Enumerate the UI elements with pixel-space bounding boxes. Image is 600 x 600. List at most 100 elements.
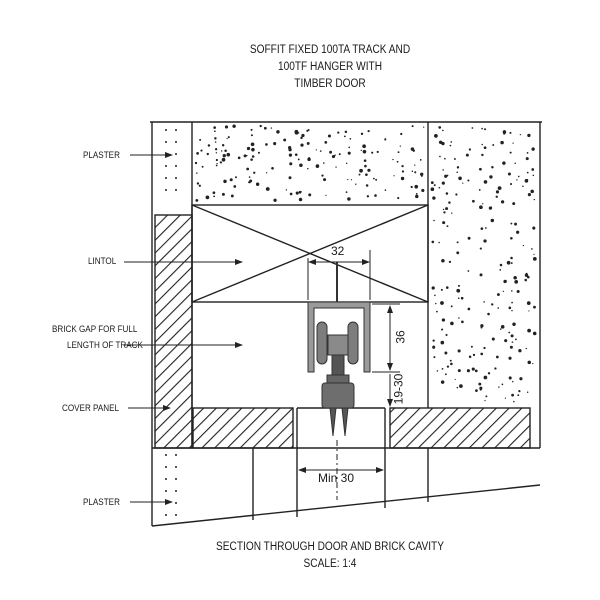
speck xyxy=(491,165,494,169)
speck xyxy=(358,173,361,176)
speck xyxy=(199,138,202,141)
speck xyxy=(213,195,216,198)
speck xyxy=(510,222,513,225)
speck xyxy=(243,154,247,158)
label-cover-panel: COVER PANEL xyxy=(62,403,120,413)
speck xyxy=(528,310,530,312)
speck xyxy=(471,367,475,371)
speck xyxy=(253,171,256,174)
speck xyxy=(295,191,299,195)
speck xyxy=(421,188,425,193)
plaster-dot xyxy=(165,165,167,167)
speck xyxy=(219,161,223,164)
speck xyxy=(224,125,229,129)
speck xyxy=(355,183,357,185)
speck xyxy=(223,179,227,184)
label-plaster-top: PLASTER xyxy=(83,150,120,160)
speck xyxy=(526,275,530,279)
speck xyxy=(325,194,327,197)
speck xyxy=(237,156,241,160)
plaster-dot xyxy=(175,466,177,468)
title-line: 100TF HANGER WITH xyxy=(277,61,383,73)
speck xyxy=(508,376,512,380)
caption-line: SECTION THROUGH DOOR AND BRICK CAVITY xyxy=(216,541,444,553)
speck xyxy=(526,151,529,154)
speck xyxy=(531,147,535,151)
speck xyxy=(454,378,456,381)
speck xyxy=(457,369,461,373)
speck xyxy=(467,236,471,240)
speck xyxy=(458,317,460,319)
speck xyxy=(512,202,516,206)
speck xyxy=(433,219,435,222)
speck xyxy=(511,301,513,304)
cover-panel-right xyxy=(389,407,531,449)
dim-door-min: Min 30 xyxy=(318,471,355,485)
speck xyxy=(288,153,293,157)
speck xyxy=(283,138,287,142)
speck xyxy=(508,356,512,360)
speck xyxy=(444,351,448,355)
speck xyxy=(273,142,277,146)
speck xyxy=(250,158,253,161)
plaster-dot xyxy=(165,466,167,468)
speck xyxy=(206,152,210,156)
speck xyxy=(516,230,520,234)
speck xyxy=(514,279,519,284)
speck xyxy=(250,134,253,137)
speck xyxy=(483,128,487,131)
speck xyxy=(224,149,227,152)
speck xyxy=(439,155,441,158)
speck xyxy=(501,383,504,386)
speck xyxy=(532,226,536,230)
speck xyxy=(335,166,337,168)
speck xyxy=(456,171,459,174)
speck xyxy=(522,244,525,247)
speck xyxy=(499,263,503,267)
speck xyxy=(512,142,514,144)
speck xyxy=(514,162,516,165)
speck xyxy=(514,222,517,226)
speck xyxy=(513,275,517,280)
title-line: SOFFIT FIXED 100TA TRACK AND xyxy=(249,44,411,56)
speck xyxy=(457,349,461,353)
speck xyxy=(221,157,226,162)
speck xyxy=(306,129,309,132)
speck xyxy=(359,168,363,173)
speck xyxy=(308,156,311,159)
speck xyxy=(363,159,367,162)
speck xyxy=(215,158,218,162)
speck xyxy=(414,164,416,166)
speck xyxy=(509,131,512,134)
speck xyxy=(448,201,451,204)
plaster-dot xyxy=(175,165,177,167)
speck xyxy=(257,151,260,154)
speck xyxy=(250,142,255,147)
speck xyxy=(525,157,529,161)
speck xyxy=(221,144,225,147)
speck xyxy=(324,141,328,144)
speck xyxy=(500,140,504,145)
speck xyxy=(456,166,460,169)
speck xyxy=(483,375,488,380)
speck xyxy=(300,136,303,140)
plaster-dot xyxy=(175,189,177,191)
speck xyxy=(196,172,198,174)
speck xyxy=(483,301,485,303)
speck xyxy=(511,393,514,397)
speck xyxy=(441,258,445,263)
speck xyxy=(376,150,379,154)
speck xyxy=(445,192,449,195)
plaster-dot xyxy=(175,514,177,516)
speck xyxy=(531,248,533,250)
speck xyxy=(347,178,349,181)
speck xyxy=(299,163,303,168)
speck xyxy=(213,126,216,129)
speck xyxy=(516,290,520,294)
speck xyxy=(438,241,440,244)
speck xyxy=(214,137,217,140)
speck xyxy=(401,170,405,173)
speck xyxy=(442,221,446,225)
speck xyxy=(481,127,483,130)
